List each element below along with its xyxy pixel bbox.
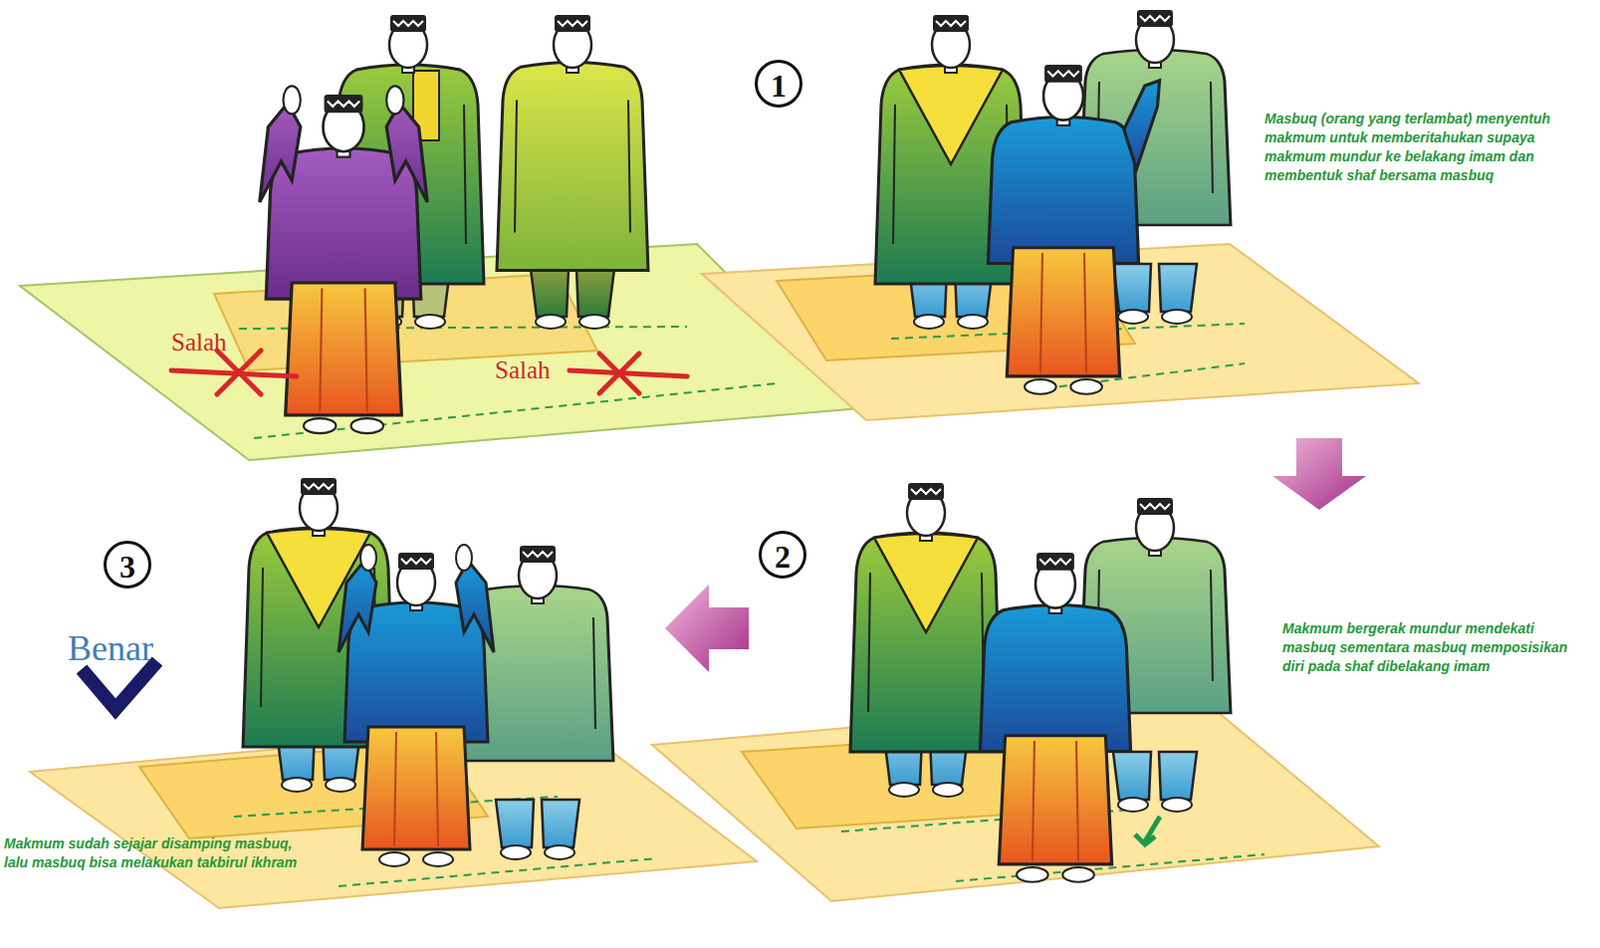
wrong-mark-label: Salah xyxy=(171,328,228,357)
step-note: Makmum bergerak mundur mendekati masbuq … xyxy=(1282,619,1572,677)
correct-label: Benar xyxy=(67,627,154,670)
step-note: Masbuq (orang yang terlambat) menyentuh … xyxy=(1264,109,1594,186)
step-number: 3 xyxy=(103,540,152,589)
step-note: Makmum sudah sejajar disamping masbuq, l… xyxy=(3,834,303,873)
step-number: 2 xyxy=(758,530,807,579)
wrong-mark-label: Salah xyxy=(494,356,551,385)
step-number: 1 xyxy=(754,59,803,108)
